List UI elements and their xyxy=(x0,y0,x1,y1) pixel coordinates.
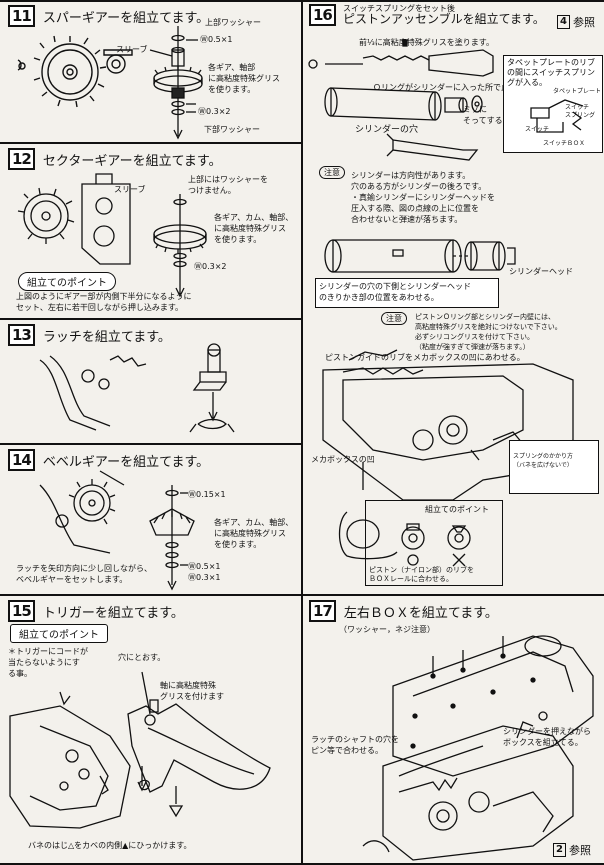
section-15: 15 トリガーを組立てます。 組立てのポイント ＊トリガーにコードが 当たらない… xyxy=(0,596,301,863)
step-title: ベベルギアーを組立てます。 xyxy=(42,454,210,470)
washer-screw-note: （ワッシャー，ネジ注意） xyxy=(339,625,435,634)
oring-note: Ｏリングがシリンダーに入った所で止めます。 xyxy=(373,83,541,92)
step-number: 15 xyxy=(8,600,35,622)
alignment-note-box xyxy=(315,278,499,308)
alignment-note: シリンダーの穴の下側とシリンダーヘッド のきりかき部の位置をあわせる。 xyxy=(319,282,471,302)
grease-note: 各ギア、カム、軸部、 に高粘度特殊グリス を使ります。 xyxy=(214,518,294,549)
grease-note: 各ギア、軸部 に高粘度特殊グリス を使ります。 xyxy=(208,63,280,94)
reference-label: 参照 xyxy=(568,844,591,857)
upper-washer-label: 上部ワッシャー xyxy=(205,18,261,27)
divider-13-14 xyxy=(0,443,302,445)
section-12: 12 セクターギアーを組立てます。 xyxy=(0,144,301,318)
mechabox-label: メカボックスの凹 xyxy=(311,455,375,464)
column-divider xyxy=(301,0,303,865)
caution-label: 注意 xyxy=(319,166,345,179)
lower-washer-label: 下部ワッシャー xyxy=(204,125,260,134)
trigger-illustration xyxy=(9,671,271,829)
step-title: セクターギアーを組立てます。 xyxy=(42,153,222,169)
step-number: 12 xyxy=(8,148,35,170)
tapet-plate-label: タペットプレート xyxy=(553,88,602,95)
cylinder-head-label: シリンダーヘッド xyxy=(509,267,573,276)
step-number: 14 xyxy=(8,449,35,471)
bevel-gear-illustration xyxy=(39,470,195,591)
divider-11-12 xyxy=(0,142,302,144)
piston-assembly-illustration xyxy=(308,39,593,567)
latch-illustration xyxy=(39,343,235,433)
caution2-label: 注意 xyxy=(381,312,407,325)
divider-12-13 xyxy=(0,318,302,320)
piston-guide-note: ピストンガイドのリブをメカボックスの凹にあわせる。 xyxy=(325,353,525,362)
divider-bottom-row xyxy=(0,594,604,596)
step-number: 16 xyxy=(309,4,336,26)
spring-note: バネのはじ△をカベの内側▲にひっかけます。 xyxy=(28,841,192,850)
front-grease-note: 前⅓に高粘度特殊グリスを塗ります。 xyxy=(359,38,494,47)
groove-note: ミゾに そってする xyxy=(463,105,503,125)
reference-number: 2 xyxy=(553,843,566,857)
no-washer-note: 上部にはワッシャーを つけません。 xyxy=(188,175,268,195)
spring-detail-box xyxy=(509,440,599,494)
step-title: ラッチを組立てます。 xyxy=(42,329,171,345)
bottom-border xyxy=(0,863,604,865)
section-16: 16 スイッチスプリングをセット後 ピストンアッセンブルを組立てます。 4 参照… xyxy=(303,0,604,594)
caution2-tag: 注意 xyxy=(381,312,411,325)
cord-note: ＊トリガーにコードが 当たらないようにす る事。 xyxy=(8,647,88,678)
section-11: 11 スパーギアーを組立てます。 xyxy=(0,0,301,142)
step-title: トリガーを組立てます。 xyxy=(42,605,184,621)
caution-tag: 注意 xyxy=(319,166,349,179)
washer-0.5x1-label: Ⓦ0.5×1 xyxy=(188,562,221,571)
sector-gear-illustration xyxy=(17,173,207,298)
assembly-point-badge: 組立てのポイント xyxy=(10,624,108,643)
tapet-plate-detail xyxy=(503,55,603,153)
hole-label: 穴にとおす。 xyxy=(118,653,166,662)
step-title: スパーギアーを組立てます。 xyxy=(42,10,210,26)
tapet-note: タペットプレートのリブ の間にスイッチスプリン グが入る。 xyxy=(507,58,595,87)
caution-text: シリンダーは方向性があります。 穴のある方がシリンダーの後ろです。 ・真鍮シリン… xyxy=(351,171,495,224)
washer-0.15x1-label: Ⓦ0.15×1 xyxy=(188,490,226,499)
reference-label: 参照 xyxy=(572,16,595,29)
assembly-point-label: 組立てのポイント xyxy=(425,505,489,514)
washer-0.3x2-label: Ⓦ0.3×2 xyxy=(198,107,231,116)
reference-badge: 2 参照 xyxy=(553,842,591,858)
step-title: 左右ＢＯＸを組立てます。 xyxy=(343,605,498,621)
washer-0.5x1-label: Ⓦ0.5×1 xyxy=(200,35,233,44)
pre-title: スイッチスプリングをセット後 xyxy=(343,4,455,13)
caution2-text: ピストンＯリング部とシリンダー内壁には、 高粘度特殊グリスを絶対につけないで下さ… xyxy=(415,313,562,351)
bevel-note: ラッチを矢印方向に少し回しながら、 ベベルギヤーをセットします。 xyxy=(16,564,152,584)
washer-0.3x1-label: Ⓦ0.3×1 xyxy=(188,573,221,582)
section-13: 13 ラッチを組立てます。 xyxy=(0,320,301,443)
step-title: ピストンアッセンブルを組立てます。 xyxy=(343,12,545,26)
assembly-point-box xyxy=(365,500,503,586)
switch-spring-label: スイッチ スプリング xyxy=(565,104,596,119)
section-17: 17 左右ＢＯＸを組立てます。 （ワッシャー，ネジ注意） xyxy=(303,596,604,863)
spur-gear-illustration xyxy=(17,26,203,140)
switch-box-label: スイッチＢＯＸ xyxy=(543,140,586,147)
assembly-point-badge: 組立てのポイント xyxy=(18,272,116,291)
sleeve-label: スリーブ xyxy=(114,185,146,194)
cylinder-hole-label: シリンダーの穴 xyxy=(355,125,419,135)
section-14: 14 ベベルギアーを組立てます。 xyxy=(0,445,301,594)
latch-shaft-note: ラッチのシャフトの穴を ピン等で合わせる。 xyxy=(311,735,399,755)
grease-note: 各ギア、カム、軸部、 に高粘度特殊グリス を使ります。 xyxy=(214,213,294,244)
washer-0.3x2-label: Ⓦ0.3×2 xyxy=(194,262,227,271)
reference-badge: 4 参照 xyxy=(557,14,595,30)
assembly-point-text: 上図のようにギアー部が内側下半分になるように セット、左右に若干回しながら押し込… xyxy=(16,292,192,312)
reference-number: 4 xyxy=(557,15,570,29)
grease-note: 軸に高粘度特殊 グリスを付けます xyxy=(160,681,224,701)
press-cylinder-note: シリンダーを押えながら ボックスを組立てる。 xyxy=(503,727,591,747)
top-border xyxy=(0,0,604,2)
box-assembly-illustration xyxy=(362,635,594,861)
sleeve-label: スリーブ xyxy=(116,45,148,54)
step-number: 17 xyxy=(309,600,336,622)
step-number: 11 xyxy=(8,5,35,27)
spring-note: スプリングのかかり方 （バネを広げないで） xyxy=(513,453,574,469)
assembly-point-text: ピストン（ナイロン部）のリブを ＢＯＸレールに合わせる。 xyxy=(369,566,474,583)
step-number: 13 xyxy=(8,324,35,346)
